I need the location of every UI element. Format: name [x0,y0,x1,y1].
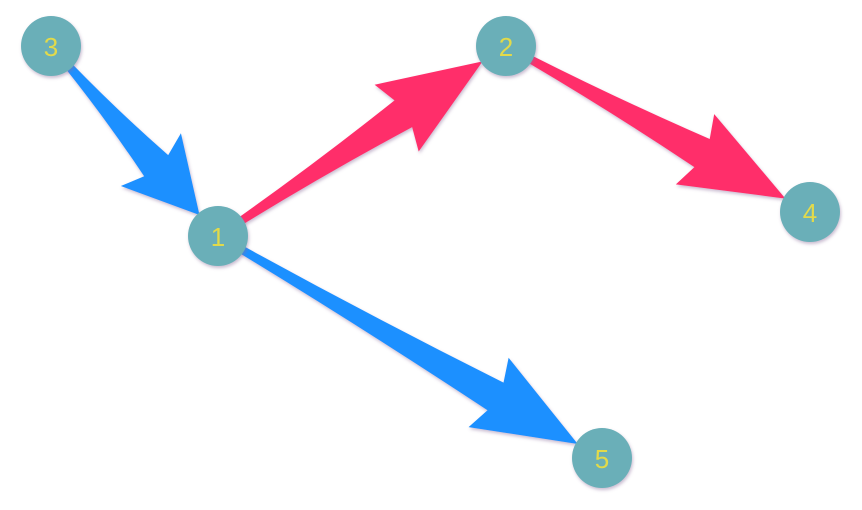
node-label: 5 [595,444,609,474]
node-circle [21,16,81,76]
node-label: 1 [211,222,225,252]
node-circle [188,206,248,266]
node-label: 3 [44,32,58,62]
node-1[interactable]: 1 [188,206,248,266]
nodes-layer: 1 2 3 4 5 [21,16,840,488]
node-4[interactable]: 4 [780,182,840,242]
node-2[interactable]: 2 [476,16,536,76]
node-5[interactable]: 5 [572,428,632,488]
node-circle [572,428,632,488]
node-label: 2 [499,32,513,62]
edge-arrow-3-to-1 [65,62,200,215]
node-circle [780,182,840,242]
node-circle [476,16,536,76]
edges-layer [65,54,786,444]
edge-arrow-1-to-2 [237,61,483,226]
node-label: 4 [803,198,817,228]
node-3[interactable]: 3 [21,16,81,76]
edge-arrow-2-to-4 [526,54,786,199]
edge-arrow-1-to-5 [238,245,578,444]
